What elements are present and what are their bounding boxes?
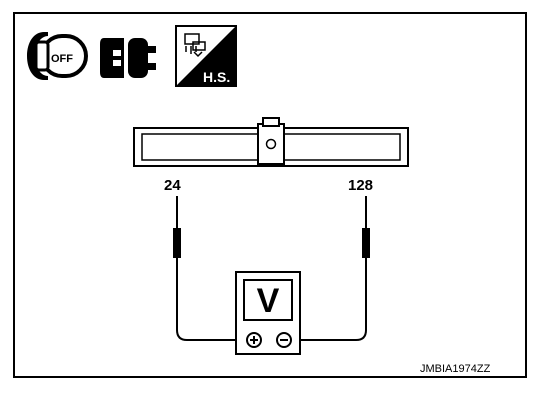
diagram-frame bbox=[13, 12, 527, 378]
connector-body bbox=[133, 117, 409, 167]
harness-side-label: H.S. bbox=[203, 69, 230, 85]
negative-terminal-icon bbox=[276, 332, 292, 348]
ignition-key-label: OFF bbox=[51, 53, 73, 65]
disconnect-connector-icon bbox=[100, 38, 156, 78]
positive-terminal-icon bbox=[246, 332, 262, 348]
voltmeter-symbol: V bbox=[257, 282, 280, 320]
pin-label-right: 128 bbox=[348, 177, 373, 194]
ignition-key-off-icon: OFF bbox=[27, 32, 88, 80]
probe-left bbox=[173, 196, 246, 341]
pin-label-left: 24 bbox=[164, 177, 181, 194]
voltmeter: V bbox=[235, 271, 301, 355]
probe-right bbox=[290, 196, 370, 341]
figure-code: JMBIA1974ZZ bbox=[420, 363, 491, 375]
harness-side-icon: H.S. bbox=[175, 25, 237, 87]
